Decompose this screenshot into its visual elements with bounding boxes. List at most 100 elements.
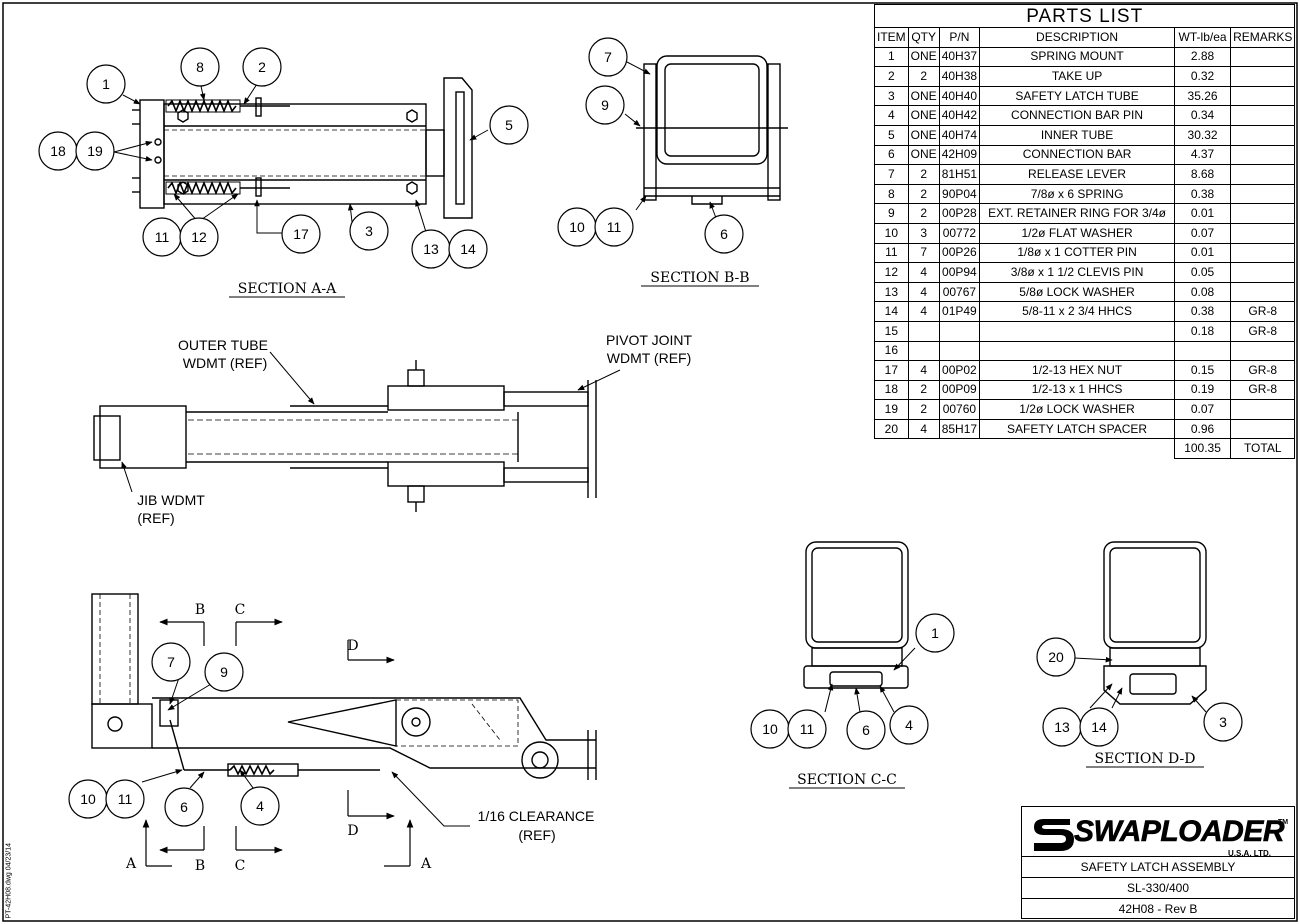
note-callouts: OUTER TUBE WDMT (REF) PIVOT JOINT WDMT (…	[137, 332, 692, 843]
balloon-label: 11	[155, 229, 170, 245]
balloon-label: 9	[601, 97, 609, 113]
balloon-label: 4	[905, 717, 913, 733]
column-header: QTY	[907, 27, 940, 48]
balloon-label: 5	[505, 117, 513, 133]
table-cell: 14	[874, 301, 909, 322]
table-cell: 40H38	[938, 66, 981, 87]
table-cell: 7/8ø x 6 SPRING	[979, 183, 1176, 205]
table-cell	[1230, 66, 1296, 87]
section-letter-a-left: A	[125, 856, 137, 872]
jib-note-2: (REF)	[137, 510, 174, 526]
section-letter-b-top: B	[195, 602, 205, 618]
balloon-label: 18	[50, 143, 66, 159]
balloon-10-b: 10	[557, 207, 597, 247]
balloon-20-d: 20	[1036, 637, 1076, 677]
balloon-label: 11	[607, 219, 622, 235]
balloon-11-c: 11	[787, 709, 827, 749]
section-titles: SECTION A-A SECTION B-B SECTION C-C SECT…	[229, 270, 1204, 789]
table-cell	[1230, 144, 1296, 166]
table-cell: 9	[874, 203, 909, 224]
section-a-a-view	[132, 77, 473, 219]
table-cell: 8.68	[1174, 164, 1232, 185]
section-b-title: SECTION B-B	[650, 270, 749, 286]
leader-lines	[113, 61, 1207, 827]
table-cell: 4	[907, 281, 940, 303]
table-cell	[1230, 281, 1296, 303]
logo-subtitle: U.S.A. LTD.	[1228, 849, 1271, 858]
balloon-label: 10	[569, 219, 585, 235]
table-cell: 30.32	[1174, 124, 1232, 146]
table-cell: 0.18	[1174, 320, 1232, 342]
table-cell: 40H42	[938, 105, 981, 126]
balloon-3-d: 3	[1203, 702, 1243, 742]
table-cell: 1/8ø x 1 COTTER PIN	[979, 242, 1176, 264]
table-cell	[907, 340, 940, 362]
section-c-c-view	[803, 541, 909, 689]
balloons: 1 8 2 5 18 19 11 12 17 3 13 14 7 9 10 11…	[38, 37, 1243, 827]
balloon-5-a: 5	[489, 105, 529, 145]
balloon-label: 3	[1219, 714, 1227, 730]
section-letter-b-bottom: B	[195, 858, 205, 874]
balloon-17-a: 17	[281, 214, 321, 254]
balloon-label: 10	[80, 791, 96, 807]
column-header: REMARKS	[1230, 27, 1296, 48]
table-cell: 18	[874, 379, 909, 401]
table-cell: GR-8	[1230, 360, 1296, 381]
table-cell: 5/8-11 x 2 3/4 HHCS	[979, 301, 1176, 322]
table-cell: 2	[874, 66, 909, 87]
table-cell: 2	[907, 164, 940, 185]
table-cell: TAKE UP	[979, 66, 1176, 87]
balloon-11-a: 11	[142, 217, 182, 257]
table-cell	[1230, 46, 1296, 68]
title-block: SWAPLOADER TM U.S.A. LTD. SAFETY LATCH A…	[1021, 806, 1295, 919]
balloon-11-b: 11	[594, 207, 634, 247]
balloon-label: 6	[862, 722, 870, 738]
balloon-4-e: 4	[240, 786, 280, 826]
balloon-label: 13	[1054, 719, 1070, 735]
table-cell	[1230, 399, 1296, 420]
balloon-9-e: 9	[204, 652, 244, 692]
table-cell: 40H40	[938, 85, 981, 107]
table-cell	[1230, 340, 1296, 362]
table-cell	[938, 340, 981, 362]
balloon-11-e: 11	[105, 779, 145, 819]
balloon-label: 3	[365, 223, 373, 239]
table-cell	[1230, 85, 1296, 107]
table-cell: 1	[874, 46, 909, 68]
table-cell	[1230, 105, 1296, 126]
table-cell: 0.01	[1174, 203, 1232, 224]
table-cell: INNER TUBE	[979, 124, 1176, 146]
section-d-title: SECTION D-D	[1094, 751, 1195, 767]
swaploader-logo: SWAPLOADER TM U.S.A. LTD.	[1028, 813, 1290, 858]
table-cell: 8	[874, 183, 909, 205]
table-cell: 0.05	[1174, 262, 1232, 283]
pivot-joint-note-2: WDMT (REF)	[607, 350, 692, 366]
balloon-label: 4	[256, 798, 264, 814]
table-cell	[1230, 418, 1296, 440]
balloon-6-e: 6	[164, 787, 204, 827]
column-header: DESCRIPTION	[979, 27, 1176, 48]
balloon-1-a: 1	[86, 64, 126, 104]
balloon-12-a: 12	[179, 217, 219, 257]
table-cell: ONE	[907, 105, 940, 126]
table-cell: 12	[874, 262, 909, 283]
balloon-label: 12	[191, 229, 207, 245]
balloon-14-d: 14	[1079, 707, 1119, 747]
table-cell: 0.01	[1174, 242, 1232, 264]
table-cell: 42H09	[938, 144, 981, 166]
table-cell: 81H51	[938, 164, 981, 185]
table-cell	[979, 340, 1176, 362]
balloon-10-c: 10	[750, 709, 790, 749]
balloon-label: 19	[87, 143, 103, 159]
table-cell: 6	[874, 144, 909, 166]
table-cell: 0.96	[1174, 418, 1232, 440]
table-cell: 00P26	[938, 242, 981, 264]
table-cell: 0.07	[1174, 222, 1232, 244]
